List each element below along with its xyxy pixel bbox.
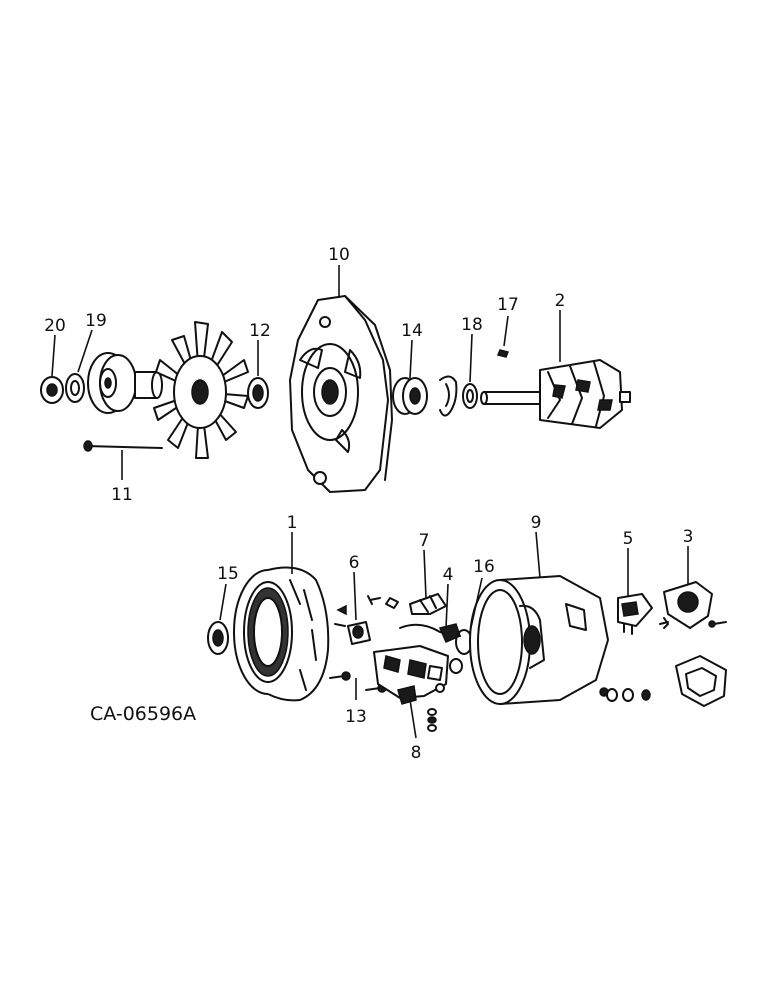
cooling-fan <box>153 321 249 459</box>
bearing-retainer <box>439 375 458 417</box>
part-3-cover <box>663 581 727 629</box>
part-15-bearing <box>207 621 229 655</box>
part-12-spacer <box>247 377 269 409</box>
callout-15: 15 <box>217 564 239 584</box>
part-14-bearing <box>392 377 428 415</box>
callout-9: 9 <box>531 513 542 533</box>
lower-cover <box>675 655 727 707</box>
part-19-washer <box>65 373 85 403</box>
part-18-collar <box>462 383 478 409</box>
part-7-bracket <box>409 593 447 615</box>
callout-12: 12 <box>249 321 271 341</box>
part-1-stator <box>233 566 330 702</box>
part-5-regulator <box>617 593 669 635</box>
callout-17: 17 <box>497 295 519 315</box>
callout-5: 5 <box>623 529 634 549</box>
part-10-drive-end-frame <box>289 295 393 493</box>
callout-11: 11 <box>111 485 133 505</box>
part-17-key <box>496 349 510 358</box>
part-9-slip-ring-end-frame <box>469 575 609 705</box>
screws-small <box>329 595 399 693</box>
callout-8: 8 <box>411 743 422 763</box>
callout-3: 3 <box>683 527 694 547</box>
callout-20: 20 <box>44 316 66 336</box>
callout-18: 18 <box>461 315 483 335</box>
callout-10: 10 <box>328 245 350 265</box>
part-8-rectifier-assembly <box>373 645 449 732</box>
callout-labels: 10 20 19 12 14 18 17 2 11 1 15 6 7 4 16 … <box>44 245 693 763</box>
pulley <box>87 352 163 414</box>
callout-14: 14 <box>401 321 423 341</box>
callout-16: 16 <box>473 557 495 577</box>
callout-13: 13 <box>345 707 367 727</box>
callout-4: 4 <box>443 565 454 585</box>
part-11-through-bolt <box>83 440 163 452</box>
part-6-terminal <box>334 604 371 645</box>
part-16-ring <box>449 629 473 674</box>
callout-6: 6 <box>349 553 360 573</box>
washers <box>606 688 651 702</box>
part-4-capacitor <box>399 623 461 643</box>
part-2-rotor <box>480 359 631 429</box>
leader-lines <box>51 265 689 739</box>
callout-19: 19 <box>85 311 107 331</box>
part-20-nut <box>40 376 64 404</box>
callout-7: 7 <box>419 531 430 551</box>
callout-1: 1 <box>287 513 298 533</box>
callout-2: 2 <box>555 291 566 311</box>
diagram-code: CA-06596A <box>90 703 196 725</box>
